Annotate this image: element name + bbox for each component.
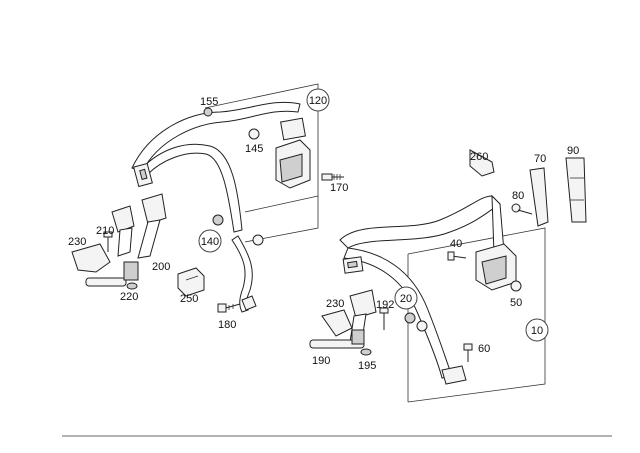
bolt-80-icon <box>511 203 533 215</box>
callout-155: 155 <box>200 96 218 108</box>
callout-80: 80 <box>512 190 524 202</box>
right-belt-assembly <box>339 194 546 403</box>
screw-180-icon <box>217 303 241 313</box>
clip-260-icon <box>469 149 495 177</box>
callout-120: 120 <box>309 95 327 107</box>
callout-70: 70 <box>534 153 546 165</box>
callout-50: 50 <box>510 297 522 309</box>
callout-90: 90 <box>567 145 579 157</box>
callout-260: 260 <box>470 151 488 163</box>
callout-170: 170 <box>330 182 348 194</box>
callout-192: 192 <box>376 299 394 311</box>
left-buckle-assembly <box>71 193 167 290</box>
callout-labels: 120 140 20 10 155 145 170 210 230 200 22… <box>68 88 579 372</box>
callout-140: 140 <box>201 236 219 248</box>
callout-230-right: 230 <box>326 298 344 310</box>
callout-230-left: 230 <box>68 236 86 248</box>
callout-200: 200 <box>152 261 170 273</box>
clip-250-icon <box>177 267 205 297</box>
callout-20: 20 <box>400 293 412 305</box>
callout-145: 145 <box>245 143 263 155</box>
left-belt-assembly <box>131 83 344 313</box>
right-buckle-assembly <box>309 289 389 356</box>
strap-70-icon <box>529 167 549 227</box>
callout-250: 250 <box>180 293 198 305</box>
screw-170-icon <box>321 173 344 181</box>
callout-10: 10 <box>531 325 543 337</box>
callout-195: 195 <box>358 360 376 372</box>
callout-220: 220 <box>120 291 138 303</box>
callout-60: 60 <box>478 343 490 355</box>
callout-40: 40 <box>450 238 462 250</box>
callout-190: 190 <box>312 355 330 367</box>
bracket-90-icon <box>565 157 587 223</box>
callout-210: 210 <box>96 225 114 237</box>
callout-180: 180 <box>218 319 236 331</box>
